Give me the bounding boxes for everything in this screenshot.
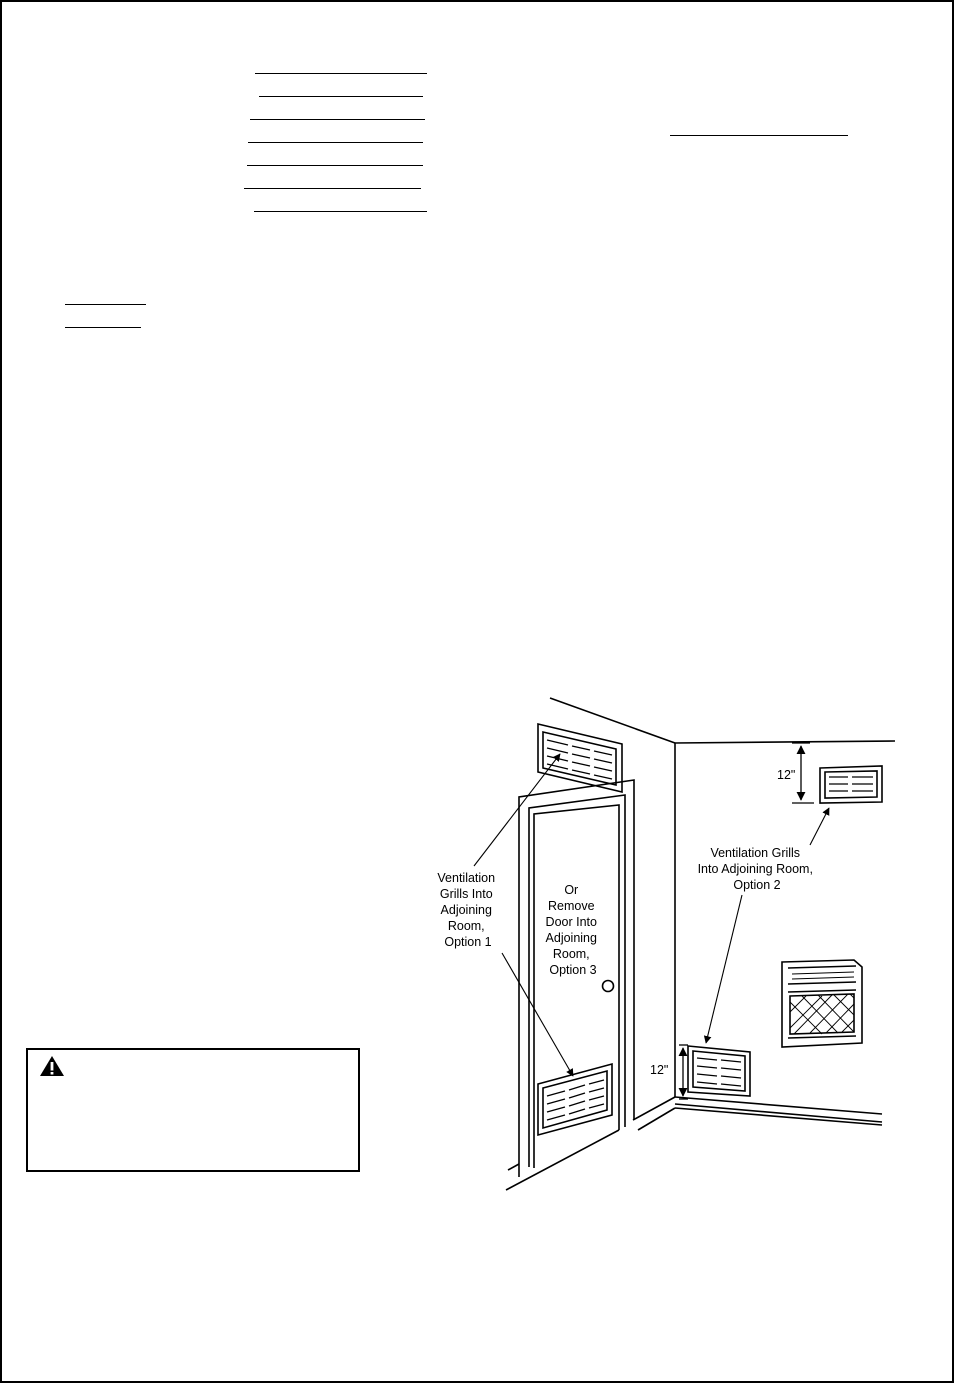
option1-label: Ventilation Grills Into Adjoining Room, …: [437, 871, 498, 949]
blank-line: [244, 188, 421, 189]
warning-box: [26, 1048, 360, 1172]
blank-line: [247, 165, 423, 166]
option2-line: Option 2: [733, 878, 780, 892]
option1-line: Room,: [448, 919, 485, 933]
option3-line: Remove: [548, 899, 595, 913]
option2-label: Ventilation Grills Into Adjoining Room, …: [698, 846, 817, 892]
option1-line: Adjoining: [441, 903, 492, 917]
option1-line: Option 1: [444, 935, 491, 949]
blank-line: [248, 142, 423, 143]
dimension-label-lower: 12": [650, 1063, 668, 1077]
option3-line: Option 3: [549, 963, 596, 977]
option3-line: Or: [564, 883, 578, 897]
option1-line: Grills Into: [440, 887, 493, 901]
option3-line: Door Into: [546, 915, 597, 929]
blank-line: [255, 73, 427, 74]
option2-line: Ventilation Grills: [710, 846, 800, 860]
blank-line: [65, 304, 146, 305]
option2-line: Into Adjoining Room,: [698, 862, 813, 876]
blank-line: [65, 327, 141, 328]
warning-triangle-icon: [40, 1056, 64, 1076]
option3-line: Adjoining: [546, 931, 597, 945]
blank-line: [254, 211, 427, 212]
blank-line: [259, 96, 423, 97]
dimension-label-upper: 12": [777, 768, 795, 782]
option3-line: Room,: [553, 947, 590, 961]
ventilation-figure: 12" 12" Ventilation Grills Into Adjoinin…: [397, 692, 917, 1202]
blank-line: [670, 135, 848, 136]
option3-label: Or Remove Door Into Adjoining Room, Opti…: [546, 883, 601, 977]
blank-line: [250, 119, 425, 120]
option1-line: Ventilation: [437, 871, 495, 885]
